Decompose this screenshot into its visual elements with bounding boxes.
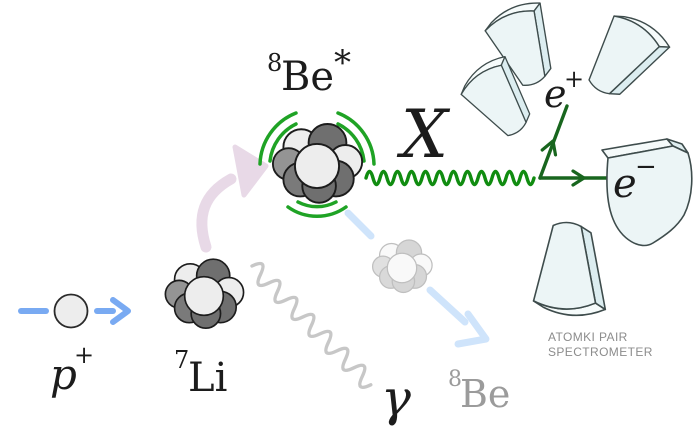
proton-circle xyxy=(53,293,89,329)
positron-label: e + xyxy=(544,65,584,116)
svg-text:+: + xyxy=(74,341,94,369)
excitation-arrow-icon xyxy=(196,144,269,253)
proton-label: p + xyxy=(50,341,94,399)
svg-text:−: − xyxy=(635,152,657,182)
svg-text:Be: Be xyxy=(281,54,334,100)
lithium-label: 7 Li xyxy=(174,346,227,401)
beryllium-ground-nucleus xyxy=(371,239,433,294)
detector-caption: ATOMKI PAIR SPECTROMETER xyxy=(548,330,653,359)
detector-wedge-bottom xyxy=(532,220,610,318)
detector-wedge-right xyxy=(601,138,693,247)
recoil-arrow-icon xyxy=(344,209,490,348)
excitation-arcs-icon xyxy=(258,111,376,218)
detector-wedge-top-right xyxy=(574,5,674,111)
electron-label: e − xyxy=(613,152,657,207)
svg-text:8: 8 xyxy=(448,367,462,392)
svg-text:Be: Be xyxy=(460,372,510,416)
pair-lines xyxy=(538,104,613,187)
lithium-nucleus xyxy=(164,258,245,330)
svg-text:Li: Li xyxy=(188,355,227,401)
x-boson-label: X xyxy=(396,96,451,173)
gamma-label: γ xyxy=(381,369,411,427)
svg-text:+: + xyxy=(564,65,584,93)
positron-arrowhead-icon xyxy=(540,139,558,157)
proton-beam xyxy=(18,293,131,329)
svg-text:SPECTROMETER: SPECTROMETER xyxy=(548,345,653,359)
x-boson-wave-icon xyxy=(364,169,536,187)
beryllium-ground-label: 8 Be xyxy=(448,367,510,416)
svg-text:*: * xyxy=(334,43,351,83)
svg-text:7: 7 xyxy=(174,346,189,374)
svg-text:e: e xyxy=(544,72,567,116)
gamma-wave-icon xyxy=(250,261,373,389)
svg-text:ATOMKI PAIR: ATOMKI PAIR xyxy=(548,330,628,344)
beryllium-excited-label: 8 Be * xyxy=(267,43,351,100)
beryllium-excited-nucleus xyxy=(271,123,364,204)
spectrometer xyxy=(454,0,693,318)
svg-text:p: p xyxy=(50,350,77,399)
svg-text:8: 8 xyxy=(267,49,282,77)
electron-arrowhead-icon xyxy=(571,169,586,187)
svg-text:e: e xyxy=(613,161,637,207)
beam-arrow-icon xyxy=(94,297,131,325)
